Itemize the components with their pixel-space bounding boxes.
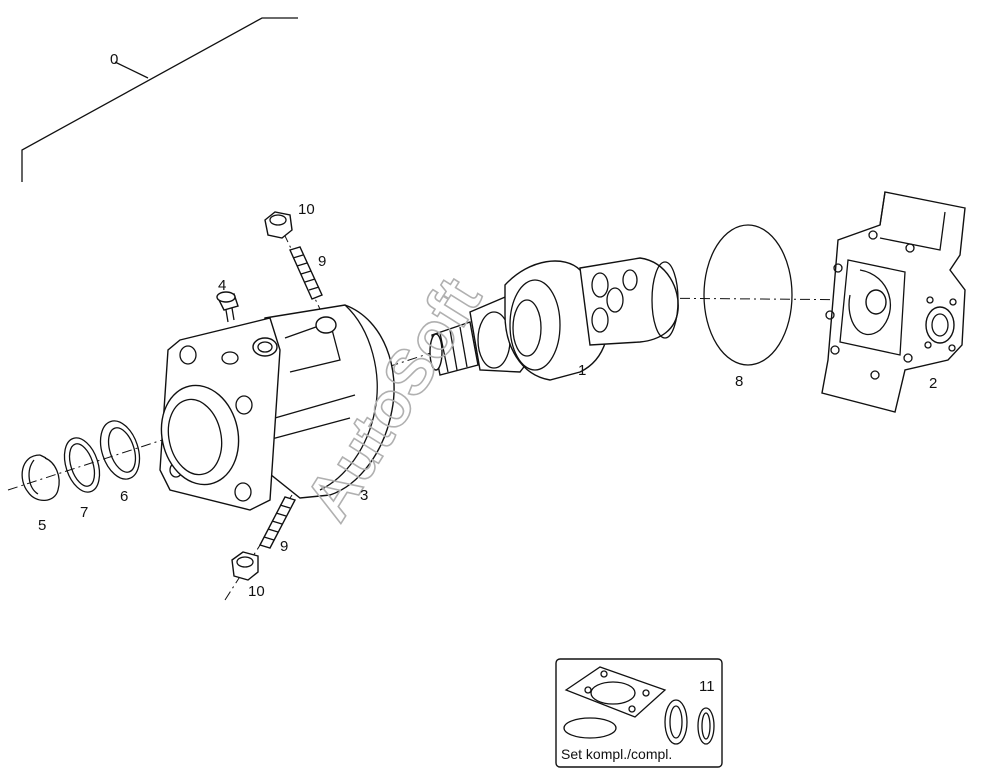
plug-screw-part [216,291,239,323]
nut-bottom-part [231,551,259,581]
label-part-10-bottom: 10 [248,583,265,600]
label-part-9-top: 9 [318,253,326,270]
label-part-8: 8 [735,373,743,390]
seal-kit-box: Set kompl./compl. [555,658,723,768]
stud-top-part [289,246,323,300]
snap-ring-part [21,454,60,502]
label-part-4: 4 [218,277,226,294]
label-part-10-top: 10 [298,201,315,218]
rotary-group-part [429,257,679,381]
label-part-1: 1 [578,362,586,379]
label-part-9-bottom: 9 [280,538,288,555]
o-ring-part [703,224,793,366]
label-part-0: 0 [110,51,118,68]
housing-part [159,304,395,511]
label-part-6: 6 [120,488,128,505]
label-part-5: 5 [38,517,46,534]
label-part-7: 7 [80,504,88,521]
port-plate-part [821,191,966,413]
label-part-2: 2 [929,375,937,392]
assembly-bracket [21,17,298,182]
label-part-3: 3 [360,487,368,504]
label-part-11: 11 [699,678,715,695]
seal-ring-part [99,420,141,480]
nut-top-part [264,211,293,239]
washer-part [63,437,101,493]
seal-kit-caption: Set kompl./compl. [561,746,672,762]
stud-bottom-part [258,496,297,549]
